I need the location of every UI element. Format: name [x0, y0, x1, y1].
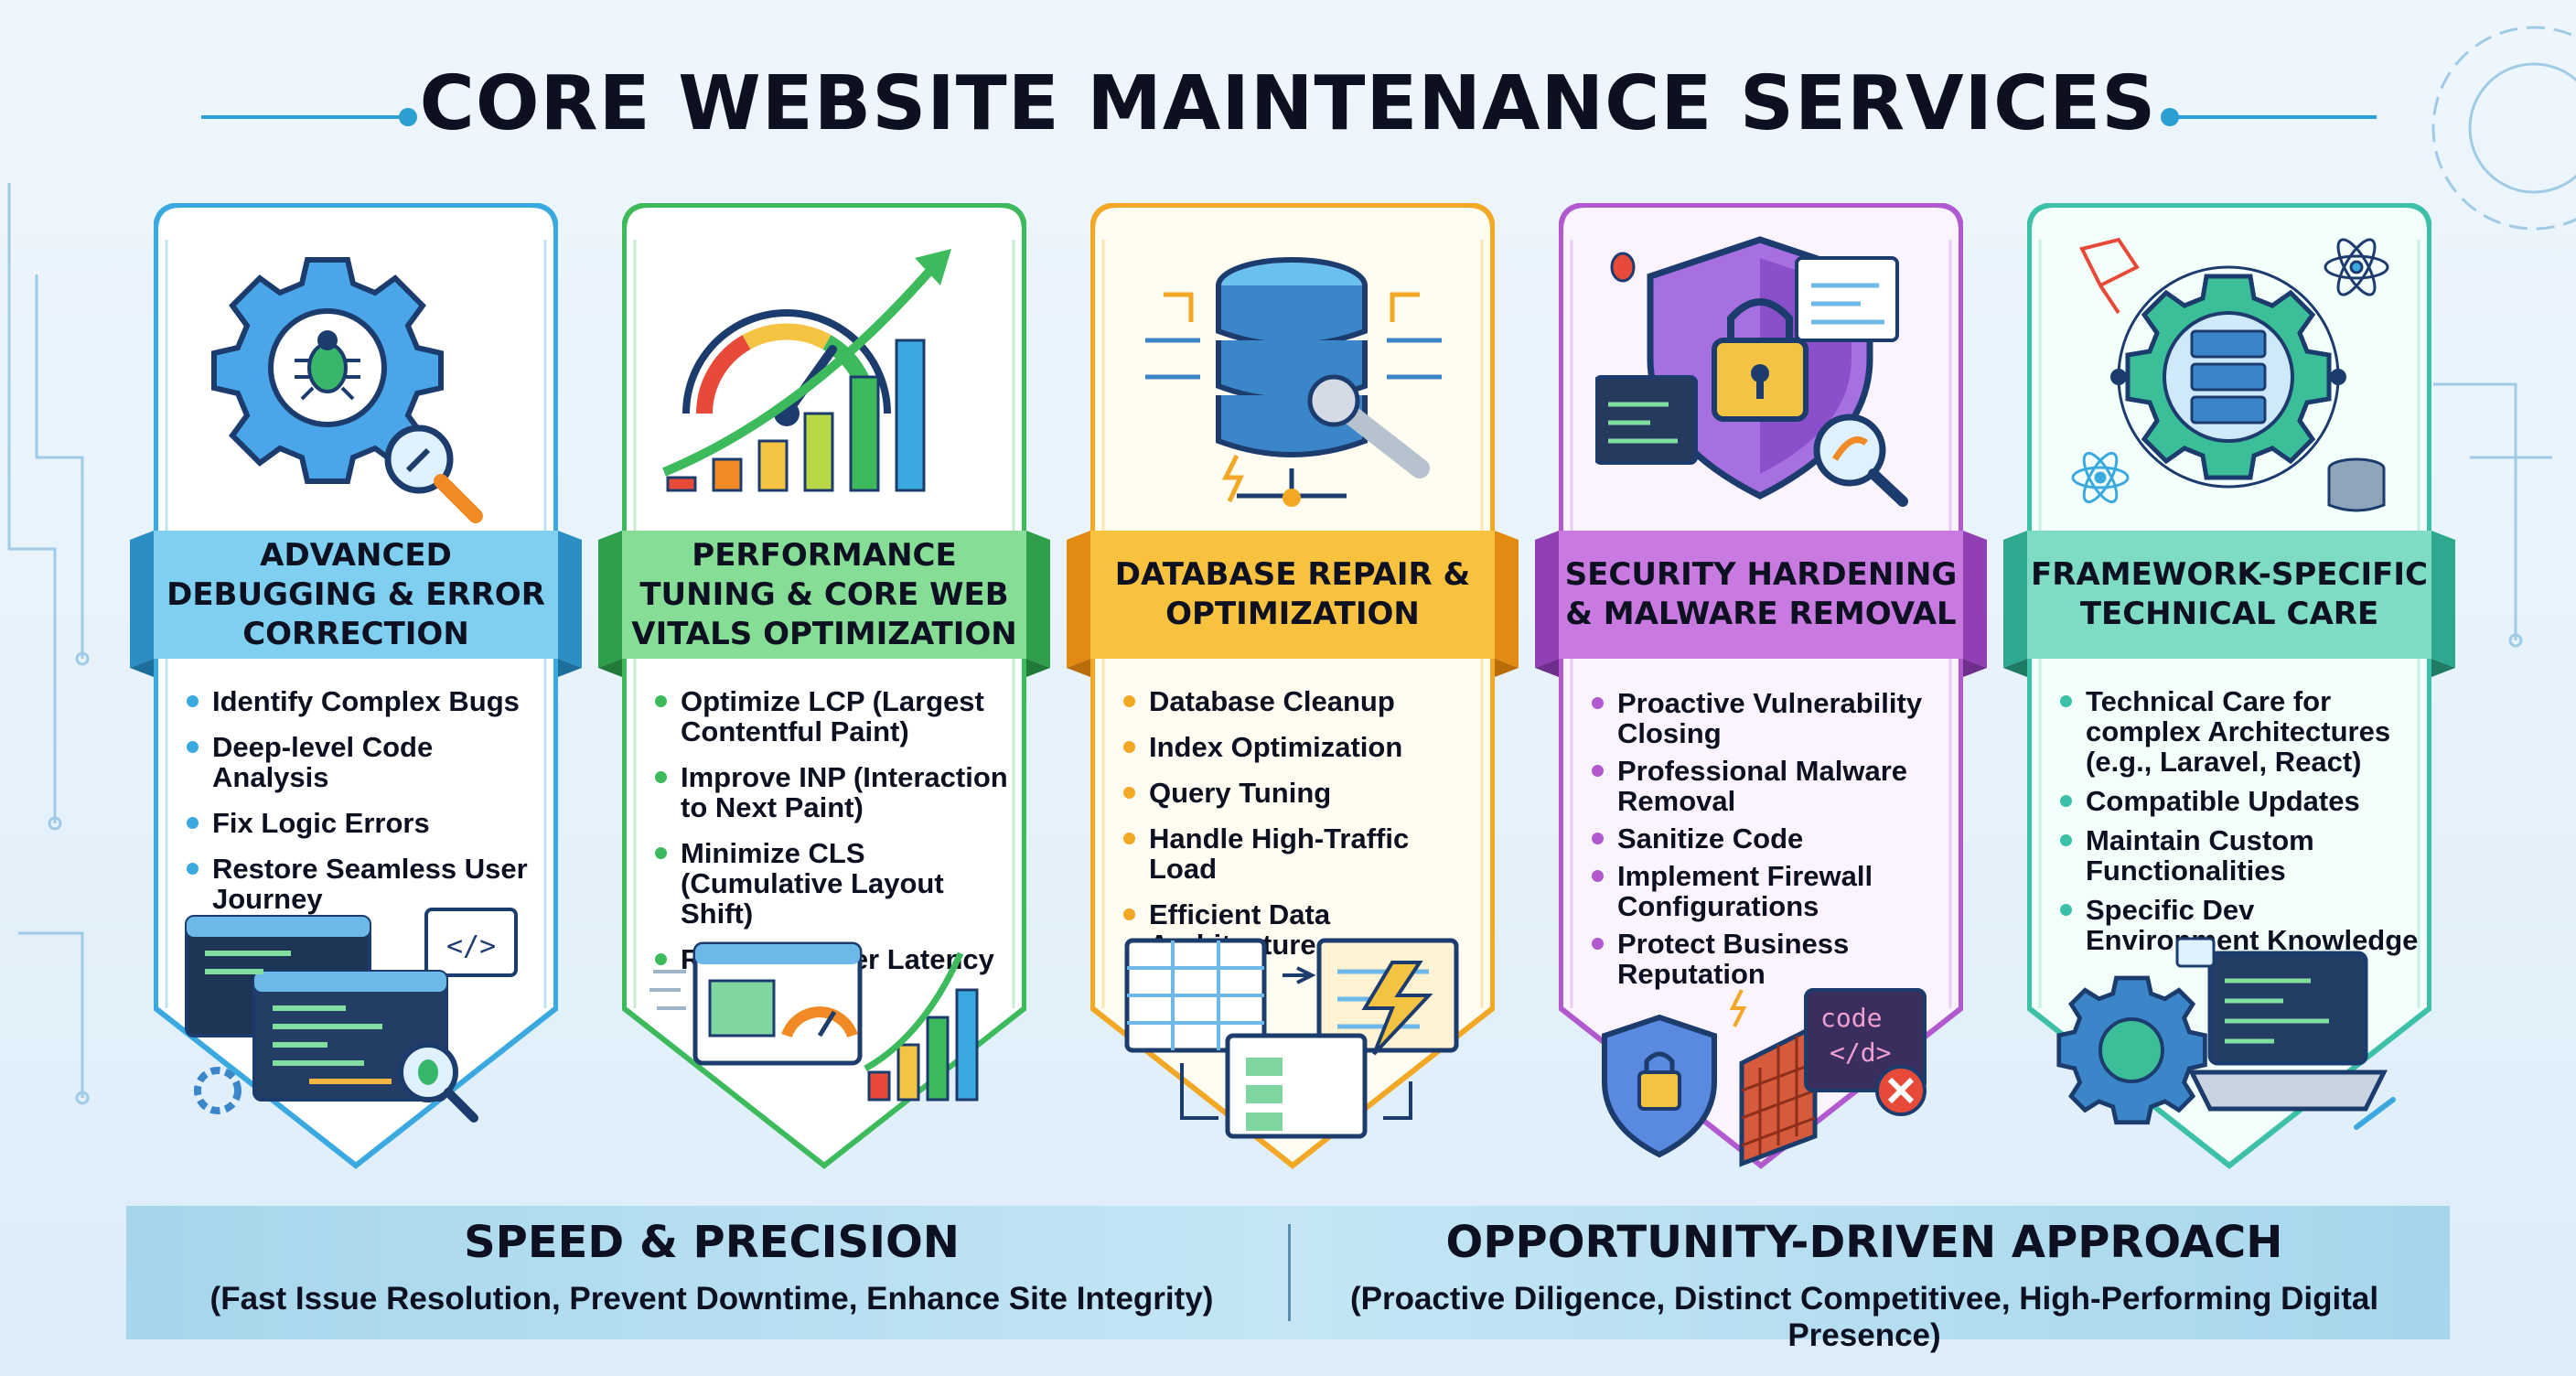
- list-item: Deep-level Code Analysis: [177, 732, 543, 792]
- list-item: Database Cleanup: [1114, 686, 1480, 716]
- code-label: code: [1820, 1003, 1882, 1033]
- shield-firewall-code-icon: code </d>: [1602, 988, 1927, 1167]
- card-bullets: Database Cleanup Index Optimization Quer…: [1114, 686, 1480, 975]
- data-tables-lightning-icon: [1124, 938, 1459, 1139]
- card-heading: PERFORMANCE TUNING & CORE WEB VITALS OPT…: [631, 536, 1017, 652]
- database-wrench-icon: [1145, 257, 1442, 507]
- card-banner: SECURITY HARDENING & MALWARE REMOVAL: [1535, 531, 1987, 677]
- card-banner: ADVANCED DEBUGGING & ERROR CORRECTION: [130, 531, 582, 677]
- list-item: Specific Dev Environment Knowledge: [2051, 895, 2426, 955]
- card-heading: FRAMEWORK-SPECIFIC TECHNICAL CARE: [2031, 556, 2428, 632]
- card-banner: FRAMEWORK-SPECIFIC TECHNICAL CARE: [2003, 531, 2455, 677]
- list-item: Query Tuning: [1114, 778, 1480, 808]
- footer-left-subtext: (Fast Issue Resolution, Prevent Downtime…: [209, 1281, 1214, 1317]
- service-card-framework: FRAMEWORK-SPECIFIC TECHNICAL CARE Techni…: [2003, 203, 2455, 1169]
- service-card-performance: PERFORMANCE TUNING & CORE WEB VITALS OPT…: [598, 203, 1050, 1169]
- dashboard-bar-chart-icon: [649, 941, 979, 1102]
- service-card-debugging: ADVANCED DEBUGGING & ERROR CORRECTION Id…: [130, 203, 582, 1169]
- framework-gear-server-icon: [2071, 237, 2389, 512]
- title-dot-right: [2161, 108, 2179, 126]
- card-bullets: Identify Complex Bugs Deep-level Code An…: [177, 686, 543, 930]
- title-dot-left: [399, 108, 417, 126]
- card-banner: DATABASE REPAIR & OPTIMIZATION: [1067, 531, 1519, 677]
- card-heading: SECURITY HARDENING & MALWARE REMOVAL: [1564, 556, 1958, 632]
- list-item: Restore Seamless User Journey: [177, 854, 543, 914]
- footer-banner: SPEED & PRECISION (Fast Issue Resolution…: [126, 1206, 2450, 1353]
- svg-text:</>: </>: [446, 930, 496, 962]
- list-item: Proactive Vulnerability Closing: [1583, 688, 1948, 748]
- list-item: Maintain Custom Functionalities: [2051, 825, 2426, 886]
- circuit-decoration-left: [7, 183, 90, 1105]
- list-item: Implement Firewall Configurations: [1583, 861, 1948, 921]
- shield-lock-icon: [1595, 236, 1908, 507]
- list-item: Technical Care for complex Architectures…: [2051, 686, 2426, 777]
- card-heading: DATABASE REPAIR & OPTIMIZATION: [1114, 556, 1471, 632]
- circuit-decoration-right: [2431, 26, 2576, 648]
- list-item: Identify Complex Bugs: [177, 686, 543, 716]
- card-heading: ADVANCED DEBUGGING & ERROR CORRECTION: [166, 536, 545, 652]
- list-item: Minimize CLS (Cumulative Layout Shift): [646, 838, 1012, 929]
- speedometer-chart-icon: [662, 249, 951, 492]
- list-item: Protect Business Reputation: [1583, 929, 1948, 989]
- gear-laptop-icon: [2056, 937, 2396, 1130]
- list-item: Sanitize Code: [1583, 823, 1948, 854]
- footer-left-heading: SPEED & PRECISION: [464, 1217, 960, 1268]
- list-item: Professional Malware Removal: [1583, 756, 1948, 816]
- card-banner: PERFORMANCE TUNING & CORE WEB VITALS OPT…: [598, 531, 1050, 677]
- service-card-database: DATABASE REPAIR & OPTIMIZATION Database …: [1067, 203, 1519, 1169]
- list-item: Improve INP (Interaction to Next Paint): [646, 762, 1012, 822]
- footer-right-subtext: (Proactive Diligence, Distinct Competiti…: [1349, 1281, 2379, 1353]
- footer-divider: [1288, 1224, 1291, 1321]
- footer-right-heading: OPPORTUNITY-DRIVEN APPROACH: [1445, 1217, 2283, 1268]
- title-line-right: [2177, 115, 2377, 119]
- card-bullets: Proactive Vulnerability Closing Professi…: [1583, 688, 1948, 996]
- code-tag: </d>: [1830, 1037, 1891, 1068]
- card-bullets: Technical Care for complex Architectures…: [2051, 686, 2426, 964]
- bug-gear-magnifier-icon: [211, 257, 483, 523]
- list-item: Index Optimization: [1114, 732, 1480, 762]
- page-title: CORE WEBSITE MAINTENANCE SERVICES: [419, 60, 2157, 147]
- list-item: Handle High-Traffic Load: [1114, 823, 1480, 884]
- service-card-security: SECURITY HARDENING & MALWARE REMOVAL Pro…: [1535, 203, 1987, 1169]
- title-line-left: [201, 115, 401, 119]
- card-frame: [2027, 203, 2431, 1169]
- code-windows-bug-icon: </>: [185, 908, 518, 1123]
- list-item: Optimize LCP (Largest Contentful Paint): [646, 686, 1012, 747]
- list-item: Fix Logic Errors: [177, 808, 543, 838]
- list-item: Compatible Updates: [2051, 786, 2426, 816]
